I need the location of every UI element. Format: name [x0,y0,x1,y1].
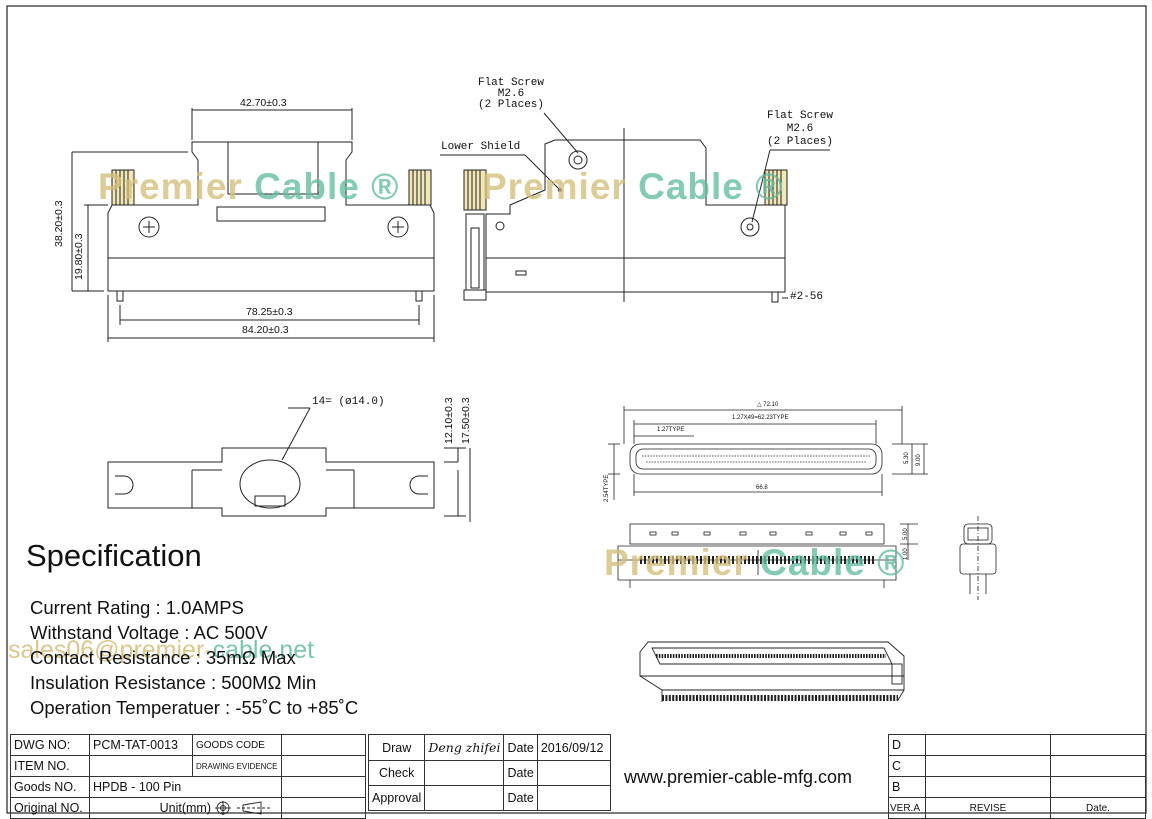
draw-signature: Deng zhifei [424,734,505,761]
flat-screw-label-1: Flat Screw M2.6 (2 Places) [474,78,548,111]
website-url: www.premier-cable-mfg.com [624,767,853,787]
ver-label: VER.A [888,797,926,819]
dim-500: 5.00 [903,528,909,540]
dim-254: 2.54TYPE [604,474,610,502]
dim-h12: 12.10±0.3 [443,397,455,444]
spec-contact-resistance: Contact Resistance : 35mΩ Max [30,647,296,668]
unit-cell: Unit(mm) [89,797,282,819]
flat-screw-2-line2: M2.6 [786,123,814,135]
dim-hole: 14= (ø14.0) [312,396,385,408]
flat-screw-1-line1: Flat Screw [477,77,544,89]
drawing-border [6,5,1147,814]
flat-screw-1-line3: (2 Places) [477,99,544,111]
rev-d-date [1050,734,1146,756]
flat-screw-2-line3: (2 Places) [766,136,833,148]
goods-no-label: Goods NO. [10,776,90,798]
dim-pin-span: 78.25±0.3 [246,306,293,318]
connector-side-small [959,516,997,600]
dim-pcb-width: △ 72.10 [757,402,779,408]
goods-code-value [280,734,366,756]
watermark-1: Premier Cable ® [98,166,399,208]
original-no-label: Original NO. [10,797,90,819]
side-view-connector [440,112,830,303]
dim-height-lower: 19.80±0.3 [73,233,85,280]
lower-shield-label: Lower Shield [441,141,521,153]
watermark-3-part1: Premier [604,542,761,583]
spec-current-rating: Current Rating : 1.0AMPS [30,597,244,618]
title-block-middle: Draw Deng zhifei Date 2016/09/12 Check D… [367,734,612,811]
approval-signature [424,785,505,811]
draw-label: Draw [367,734,426,761]
dim-pcb-width-value: 72.10 [763,402,779,408]
drawing-evidence-label: DRAWING EVIDENCE [192,755,282,777]
item-no-label: ITEM NO. [10,755,90,777]
dim-900: 9.00 [916,454,922,466]
rev-c-date [1050,755,1146,777]
watermark-1-part2: Cable ® [254,166,400,207]
check-label: Check [367,760,426,786]
watermark-1-part1: Premier [98,166,255,207]
rev-d-revise [925,734,1051,756]
dwg-no-value: PCM-TAT-0013 [89,734,193,756]
watermark-2: Premier Cable ® [482,166,783,208]
watermark-2-part1: Premier [482,166,639,207]
check-signature [424,760,505,786]
watermark-3-part2: Cable ® [760,542,906,583]
approval-label: Approval [367,785,426,811]
rev-b-date [1050,776,1146,798]
rev-d-label: D [888,734,926,756]
rev-c-label: C [888,755,926,777]
goods-code-label: GOODS CODE [192,734,282,756]
check-date-label: Date [503,760,538,786]
projection-symbol-icon [214,801,271,816]
flat-screw-label-2: Flat Screw M2.6 (2 Places) [764,110,836,149]
watermark-2-part2: Cable ® [638,166,784,207]
rev-b-revise [925,776,1051,798]
top-view-connector [107,407,471,522]
front-view-connector [71,108,435,342]
rev-c-revise [925,755,1051,777]
dim-pitch: 1.27TYPE [657,427,685,433]
dim-height-total: 38.20±0.3 [53,200,65,247]
spec-withstand-voltage: Withstand Voltage : AC 500V [30,622,268,643]
revision-block: D C B VER.A REVISE Date. [888,734,1146,819]
watermark-email: sales06@premier-cable.net [8,636,314,665]
draw-date-label: Date [503,734,538,761]
spec-operation-temperature: Operation Temperatuer : -55˚C to +85˚C [30,697,359,718]
goods-no-extra [280,776,366,798]
dim-top-width: 42.70±0.3 [240,97,287,109]
drawing-evidence-value [280,755,366,777]
dim-overall-width: 84.20±0.3 [242,324,289,336]
approval-date-value [536,785,612,811]
original-no-extra [280,797,366,819]
spec-insulation-resistance: Insulation Resistance : 500MΩ Min [30,672,317,693]
revise-header: REVISE [925,797,1051,819]
connector-isometric [639,641,905,702]
connector-front-small [617,523,918,588]
check-date-value [536,760,612,786]
dim-530: 5.30 [904,452,910,464]
watermark-email-part2: cable.net [212,636,315,664]
unit-label: Unit(mm) [159,800,212,815]
title-block-left: DWG NO: PCM-TAT-0013 GOODS CODE ITEM NO.… [10,734,366,819]
dim-pitch-total: 1.27X49=62.23TYPE [732,415,789,421]
watermark-3: Premier Cable ® [604,542,905,584]
dwg-no-label: DWG NO: [10,734,90,756]
dim-pcb-inner: 66.8 [756,485,768,491]
item-no-value [89,755,193,777]
watermark-email-part1: sales06@premier- [8,636,213,664]
goods-no-value: HPDB - 100 Pin [89,776,282,798]
pcb-footprint [608,406,928,500]
dim-h17: 17.50±0.3 [460,397,472,444]
date-header: Date. [1050,797,1146,819]
flat-screw-2-line1: Flat Screw [766,110,833,122]
screw-thread-label: #2-56 [790,291,824,303]
approval-date-label: Date [503,785,538,811]
draw-date-value: 2016/09/12 [536,734,612,761]
rev-b-label: B [888,776,926,798]
flat-screw-1-line2: M2.6 [497,88,525,100]
specification-title: Specification [26,538,202,573]
